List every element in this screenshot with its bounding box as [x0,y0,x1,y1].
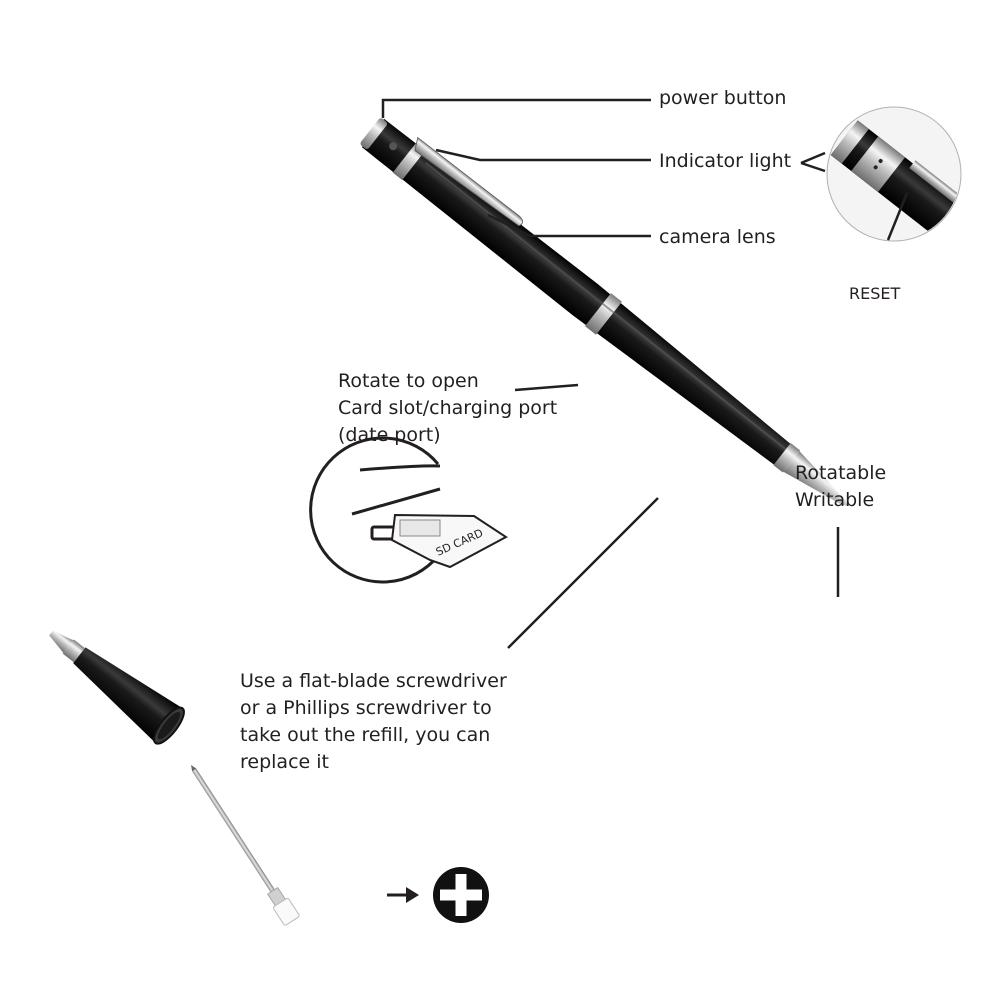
indicator-light-leader [435,148,651,162]
lower-ring [773,443,801,473]
pen-body [361,118,798,471]
reset-inset [826,106,962,242]
inset-pointer-upper [800,151,826,165]
label-indicator-light: Indicator light [659,150,792,172]
power-button-leader [381,98,651,118]
label-screwdriver-note-line: take out the refill, you can [240,723,491,746]
phillips-screwdriver-icon [433,867,489,923]
label-power-button: power button [659,87,787,109]
label-rotate-open-line: Rotate to open [338,370,479,392]
pen-main [360,118,849,506]
label-screwdriver-note-line: Use a flat-blade screwdriver [240,670,507,692]
label-rotate-open-line: (date port) [338,423,441,446]
arrow-right-icon [387,887,419,903]
pen-cap [49,630,185,745]
refill-leader [507,497,659,649]
camera-lens-leader [487,213,651,238]
pen-clip [414,136,523,227]
refill [191,765,300,926]
label-screwdriver-note-line: or a Phillips screwdriver to [240,696,492,719]
sd-card-illustration: SD CARD [309,436,508,584]
label-rotatable-writable: Rotatable Writable [795,460,886,514]
callout-lines [381,98,840,649]
camera-lens-dot [389,142,398,151]
pen-tip [783,451,849,506]
middle-ring [585,293,622,335]
inset-pointer-lower [800,161,826,173]
label-rotate-open: Rotate to open Card slot/charging port (… [338,368,557,449]
label-reset: RESET [849,284,901,303]
label-screwdriver-note-line: replace it [240,750,329,773]
label-rotate-open-line: Card slot/charging port [338,396,558,419]
label-camera-lens: camera lens [659,226,776,248]
reset-pointer [886,192,909,241]
label-screwdriver-note: Use a flat-blade screwdriver or a Philli… [240,668,507,776]
label-rotatable-writable-line: Rotatable [795,462,887,484]
card-slot-leader [514,383,579,392]
label-rotatable-writable-line: Writable [795,488,875,511]
power-button-cap [360,118,388,149]
